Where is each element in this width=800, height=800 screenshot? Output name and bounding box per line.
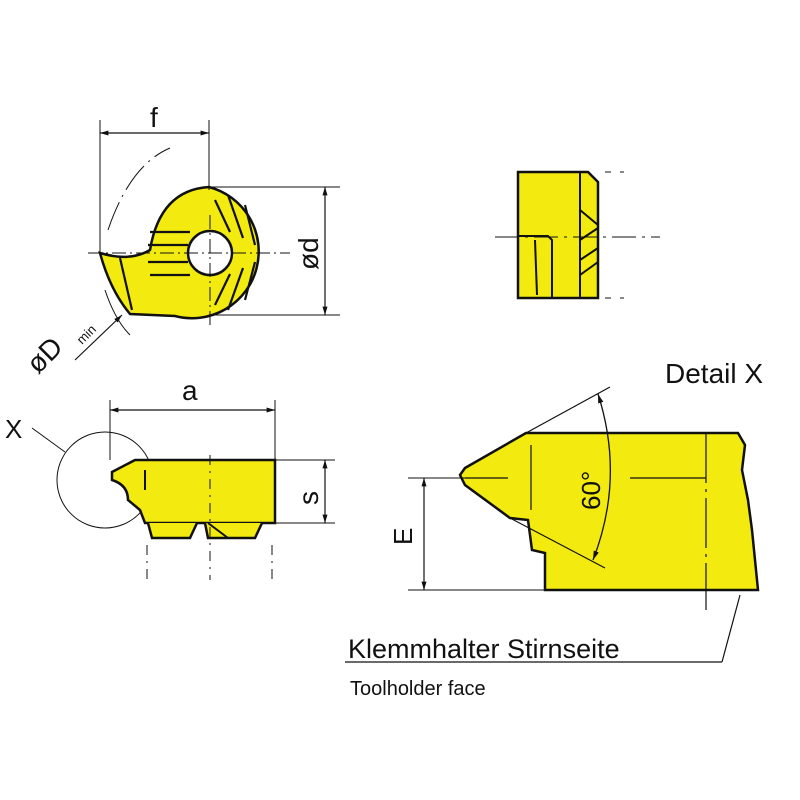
insert-side-view — [31, 400, 335, 580]
toolholder-label-en: Toolholder face — [350, 678, 486, 700]
label-X: X — [5, 414, 22, 444]
label-s: s — [293, 491, 324, 505]
detail-x-view — [345, 386, 760, 663]
detail-title: Detail X — [665, 358, 763, 389]
insert-end-view — [495, 170, 660, 300]
labels: f ød øD min a X s Detail X 60° E Klemmha… — [5, 102, 763, 700]
toolholder-label-de: Klemmhalter Stirnseite — [348, 634, 620, 664]
insert-top-view — [74, 120, 340, 361]
label-a: a — [182, 375, 198, 406]
label-E: E — [388, 528, 418, 545]
label-d: ød — [293, 237, 324, 270]
label-D: øD — [20, 331, 68, 379]
label-D-min: min — [74, 322, 99, 347]
label-f: f — [150, 102, 158, 133]
label-angle: 60° — [576, 471, 606, 510]
